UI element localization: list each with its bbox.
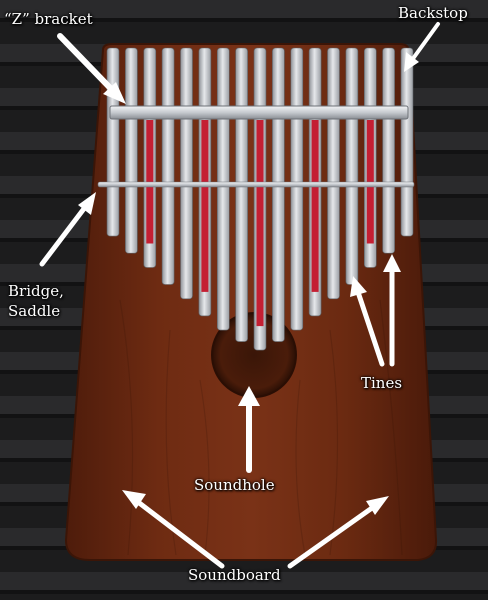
tine-9-red-marker xyxy=(256,120,264,327)
label-backstop: Backstop xyxy=(398,4,468,22)
arrow-tines-right xyxy=(383,254,401,367)
arrow-tines-left xyxy=(350,276,385,367)
tine-2 xyxy=(125,47,138,254)
arrow-soundhole xyxy=(238,386,260,473)
tine-4 xyxy=(161,47,175,285)
tine-1 xyxy=(106,47,120,237)
tine-17 xyxy=(400,47,414,237)
label-z-bracket: “Z” bracket xyxy=(4,10,93,28)
bridge-saddle-bar xyxy=(97,181,415,188)
wood-grain xyxy=(119,299,403,556)
tine-6-red-marker xyxy=(201,120,209,292)
label-soundhole: Soundhole xyxy=(194,476,275,494)
tine-13 xyxy=(327,47,340,300)
label-bridge-line2: Saddle xyxy=(8,302,61,320)
arrow-bridge-saddle xyxy=(39,192,96,267)
tine-5 xyxy=(180,47,193,300)
arrow-soundboard-right xyxy=(287,496,389,569)
soundboard-body xyxy=(64,43,438,561)
z-bracket-bar xyxy=(109,105,409,120)
tine-10 xyxy=(272,47,285,342)
tine-12-red-marker xyxy=(311,120,319,292)
arrow-z-bracket xyxy=(57,33,126,104)
label-bridge-line1: Bridge, xyxy=(8,282,64,300)
tine-11 xyxy=(290,47,304,331)
tine-14 xyxy=(345,47,359,285)
label-soundboard: Soundboard xyxy=(188,566,281,584)
tine-8 xyxy=(235,47,248,342)
tine-7 xyxy=(217,47,230,331)
arrow-soundboard-left xyxy=(122,490,225,569)
tine-16 xyxy=(382,47,395,254)
label-tines: Tines xyxy=(361,374,403,392)
arrow-backstop xyxy=(404,22,440,72)
arrows xyxy=(39,22,440,569)
